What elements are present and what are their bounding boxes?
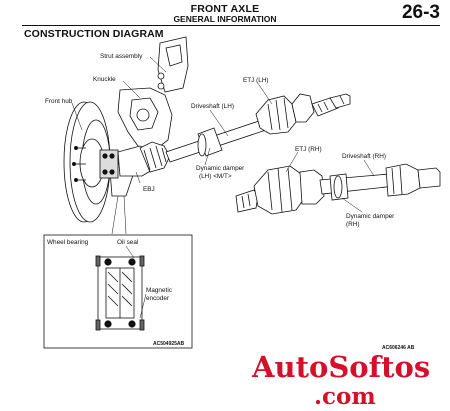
inset-label-encoder: encoder	[146, 295, 170, 302]
ebj-drawing	[117, 141, 171, 177]
driveshaft-lh-drawing	[165, 119, 267, 163]
label-etj-rh: ETJ (RH)	[295, 146, 322, 153]
label-etj-lh: ETJ (LH)	[243, 77, 269, 84]
section-title: CONSTRUCTION DIAGRAM	[24, 28, 164, 40]
front-hub-drawing	[63, 101, 119, 223]
page-title: FRONT AXLE	[190, 3, 260, 15]
header-rule	[22, 25, 440, 26]
inset-label-magnetic: Magnetic	[146, 287, 173, 294]
label-driveshaft-lh: Driveshaft (LH)	[191, 103, 234, 110]
label-knuckle: Knuckle	[93, 76, 116, 83]
page-number: 26-3	[401, 2, 440, 23]
page-subtitle: GENERAL INFORMATION	[173, 14, 277, 24]
label-dynamic-damper-rh: Dynamic damper	[346, 213, 395, 220]
label-strut-assembly: Strut assembly	[100, 53, 143, 60]
inset-label-oil-seal: Oil seal	[117, 239, 138, 246]
strut-assembly-drawing	[157, 36, 189, 93]
watermark-line1: AutoSoftos	[251, 350, 430, 384]
knuckle-drawing	[109, 87, 173, 197]
label-dynamic-damper-lh-2: (LH) <M/T>	[199, 173, 232, 180]
inset-ref-code: AC504925AB	[153, 341, 185, 347]
wheel-bearing-cross-section	[95, 255, 145, 331]
figure-ref-code: AC606246 AB	[382, 345, 415, 351]
label-front-hub: Front hub	[45, 98, 73, 105]
wheel-bearing-inset: Wheel bearing Oil seal Magnetic encoder …	[43, 234, 193, 349]
inset-label-wheel-bearing: Wheel bearing	[47, 239, 89, 246]
label-dynamic-damper-rh-2: (RH)	[346, 221, 360, 228]
leader-lines	[71, 56, 375, 235]
label-dynamic-damper-lh: Dynamic damper	[196, 165, 245, 172]
driveshaft-rh-drawing	[235, 163, 441, 215]
label-ebj: EBJ	[143, 186, 155, 193]
etj-lh-drawing	[255, 93, 351, 135]
label-driveshaft-rh: Driveshaft (RH)	[342, 153, 386, 160]
watermark-line2: .com	[314, 383, 376, 410]
